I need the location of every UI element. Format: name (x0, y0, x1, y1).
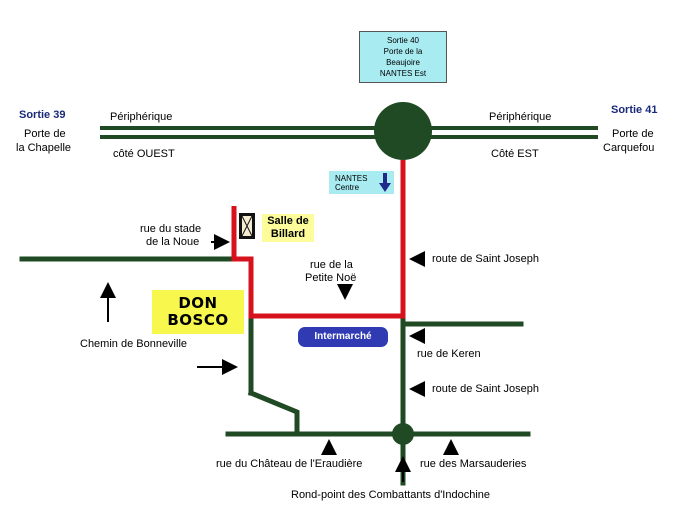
down-arrow-icon (379, 173, 391, 192)
billard-label-box: Salle de Billard (262, 214, 314, 242)
ring-road-west-label: Périphérique (110, 111, 173, 123)
ring-road-interchange (374, 102, 432, 160)
intermarche-logo: Intermarché (298, 327, 388, 347)
ring-road-east-side: Côté EST (491, 148, 539, 160)
roundabout (392, 423, 414, 445)
exit-39-number: Sortie 39 (19, 109, 66, 121)
billard-line2: Billard (270, 228, 306, 240)
exit-40-city: NANTES Est (379, 69, 427, 78)
billiard-table-icon (239, 213, 255, 239)
recommended-route (231, 160, 406, 319)
street-keren: rue de Keren (417, 348, 481, 360)
local-roads (19, 256, 531, 486)
exit-40-box: Sortie 40 Porte de la Beaujoire NANTES E… (359, 31, 447, 83)
exit-40-line1: Porte de la (383, 47, 423, 56)
street-chateau-eraudiere: rue du Château de l'Eraudière (216, 458, 363, 470)
don-bosco-line2: BOSCO (167, 311, 229, 329)
don-bosco-line1: DON (178, 294, 218, 312)
nantes-centre-line2: Centre (335, 183, 360, 192)
exit-39-line2: la Chapelle (16, 142, 72, 154)
street-saint-joseph-lower: route de Saint Joseph (432, 383, 540, 395)
exit-40-line2: Beaujoire (386, 58, 420, 67)
street-chemin-bonneville: Chemin de Bonneville (80, 338, 188, 350)
exit-41-line2: Carquefou (603, 142, 655, 154)
nantes-centre-line1: NANTES (335, 174, 368, 183)
ring-road (100, 126, 598, 139)
exit-41-line1: Porte de (612, 128, 654, 140)
street-stade-noue-2: de la Noue (146, 236, 200, 248)
street-petite-noe-2: Petite Noë (305, 272, 357, 284)
street-stade-noue-1: rue du stade (140, 223, 202, 235)
don-bosco-box: DON BOSCO (152, 290, 244, 334)
street-marsauderies: rue des Marsauderies (420, 458, 527, 470)
street-saint-joseph-upper: route de Saint Joseph (432, 253, 540, 265)
billard-line1: Salle de (267, 215, 309, 227)
roundabout-name: Rond-point des Combattants d'Indochine (291, 489, 491, 501)
street-petite-noe-1: rue de la (310, 259, 353, 271)
exit-40-number: Sortie 40 (386, 36, 420, 45)
ring-road-east-label: Périphérique (489, 111, 552, 123)
ring-road-west-side: côté OUEST (113, 148, 175, 160)
nantes-centre-sign: NANTES Centre (329, 171, 394, 194)
exit-39-line1: Porte de (24, 128, 66, 140)
exit-41-number: Sortie 41 (611, 104, 658, 116)
